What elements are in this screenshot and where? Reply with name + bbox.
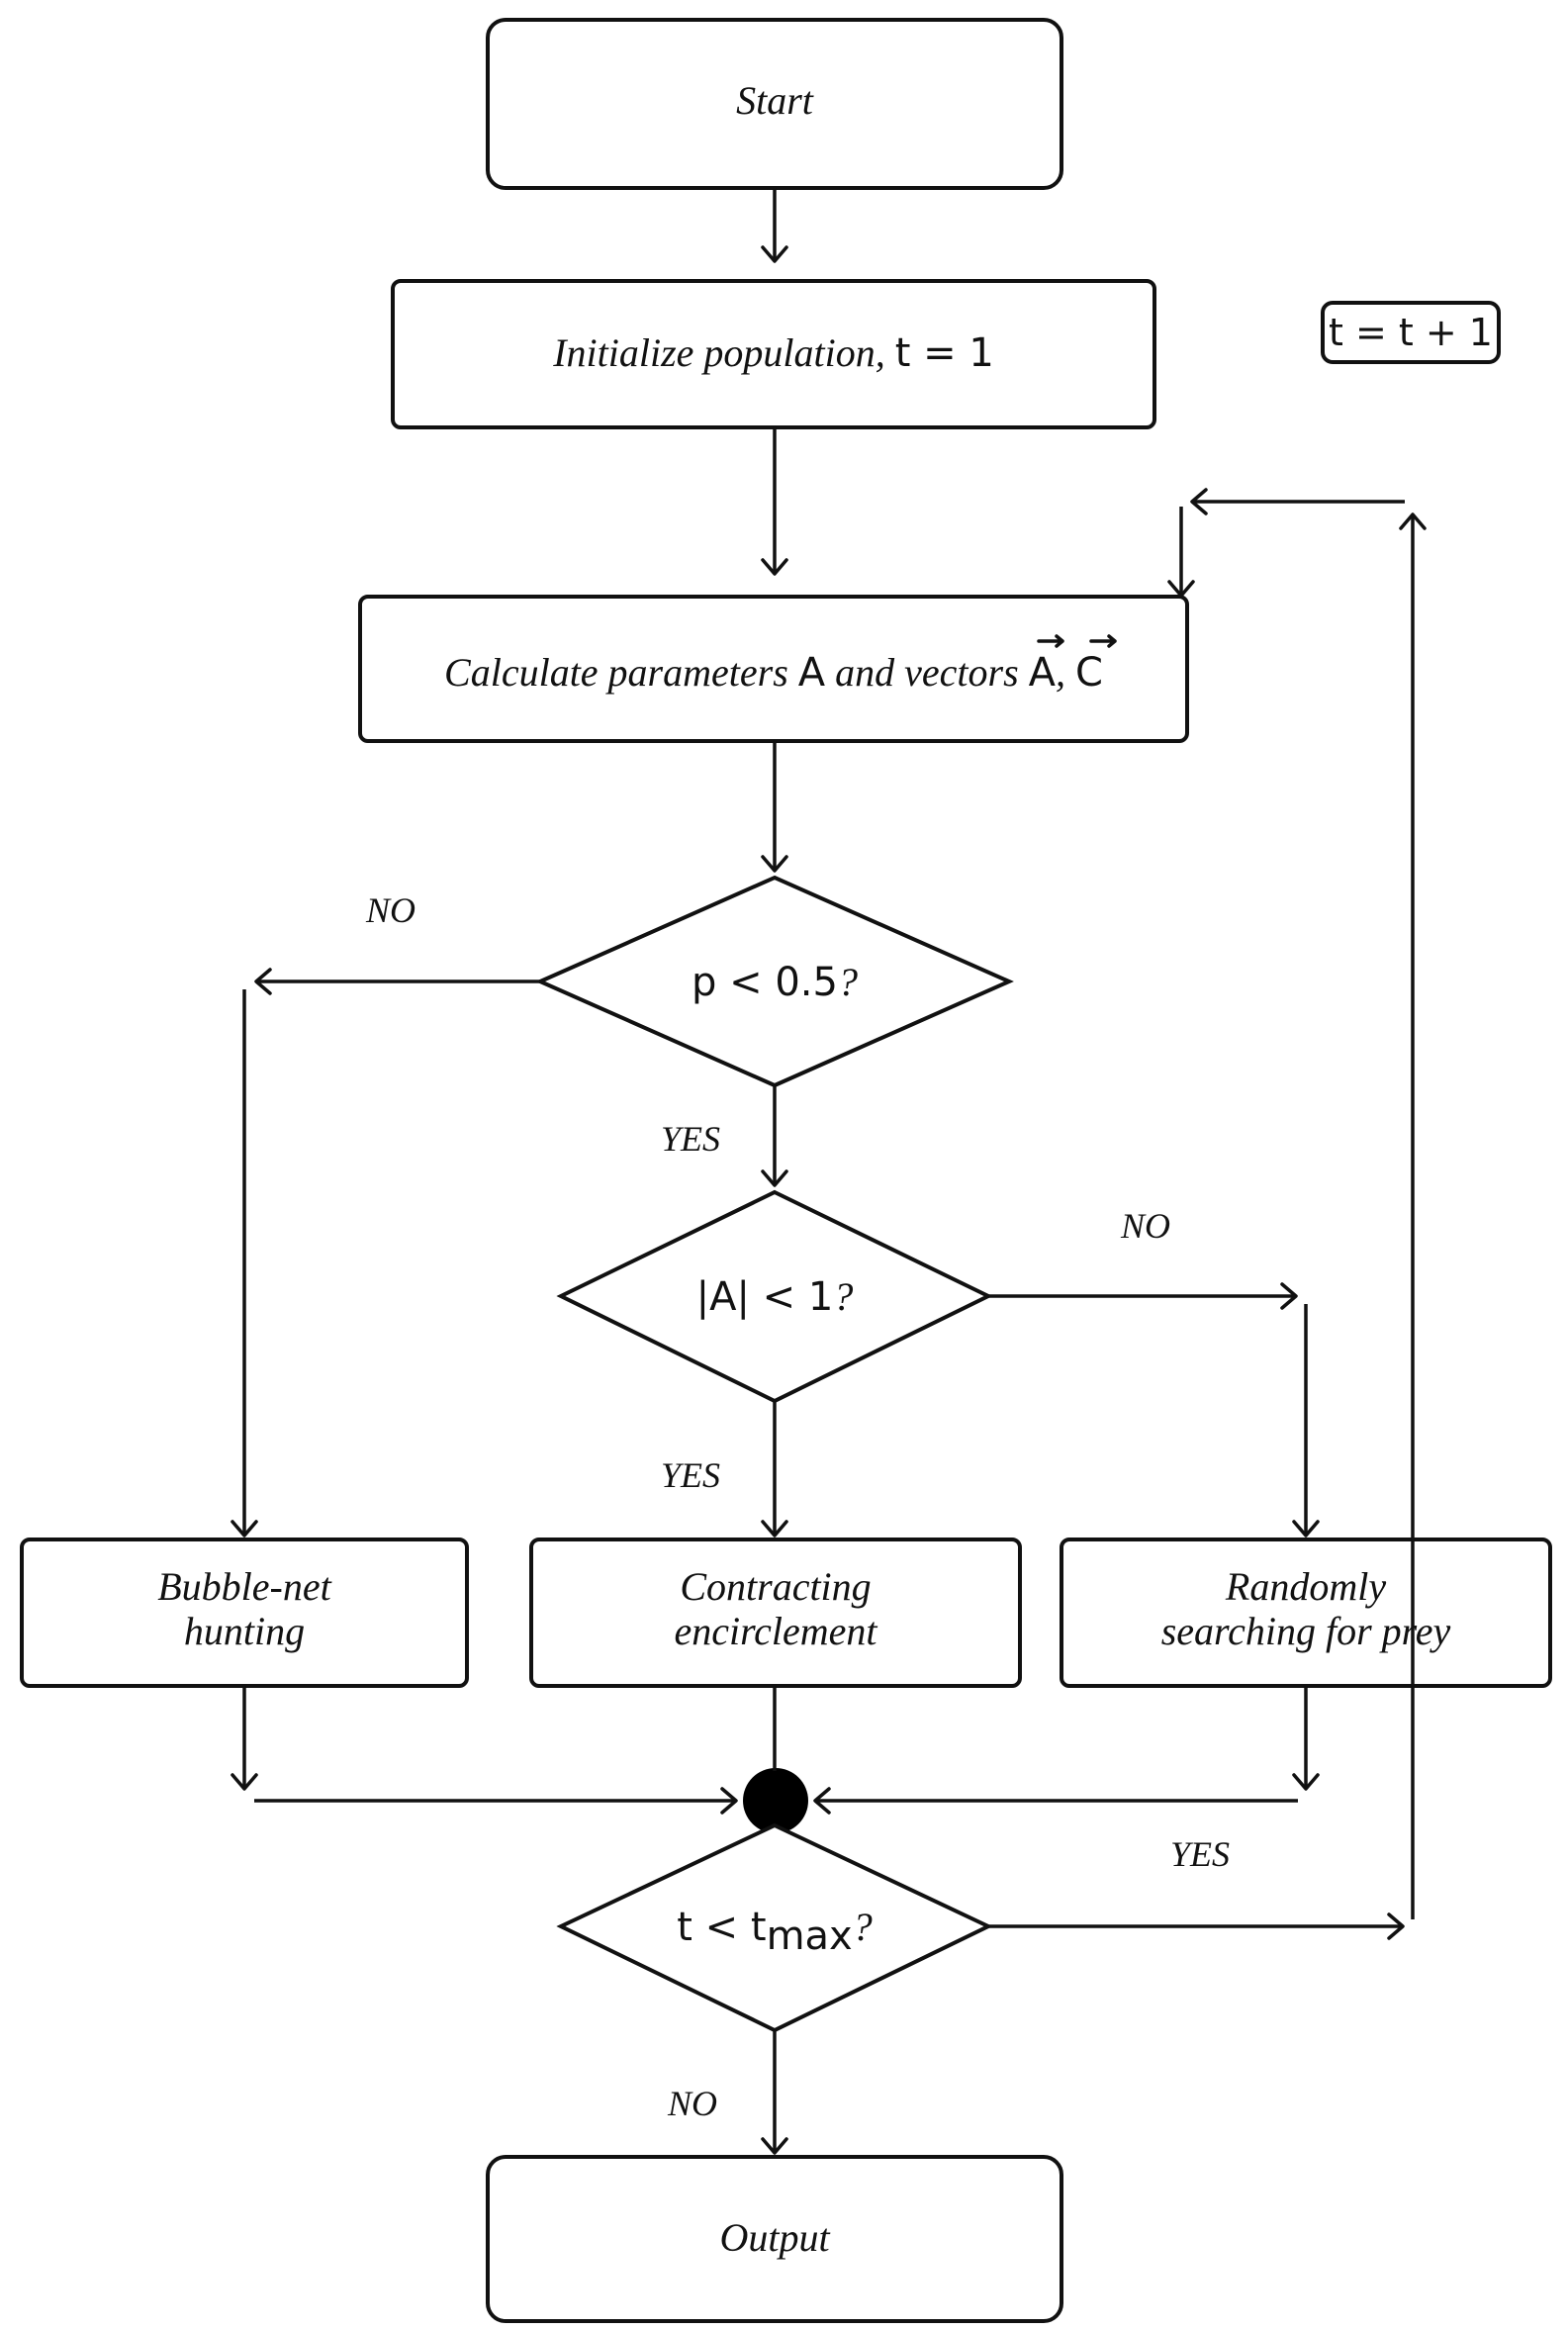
contract-line2: encirclement [674, 1609, 877, 1653]
edge-start-init-head [761, 245, 788, 263]
svg-text:Calculate parameters A and vec: Calculate parameters A and vectors A, C [444, 650, 1103, 696]
calc-vec-c: C [1075, 650, 1103, 696]
start-node: Start [486, 18, 1063, 190]
label-a-no: NO [1120, 1206, 1170, 1246]
random-line1: Randomly [1225, 1564, 1386, 1609]
edge-p-no-head [254, 968, 272, 995]
calculate-node: Calculate parameters A and vectors A, C [358, 595, 1189, 743]
edge-t-yes-head [1387, 1912, 1405, 1940]
decision-a-suffix: ? [833, 1274, 853, 1319]
label-t-no: NO [667, 2084, 717, 2123]
calc-vec-a: A [1029, 650, 1057, 696]
decision-t-expr: t < t [677, 1905, 766, 1950]
edge-loop-drop-head [1167, 580, 1195, 598]
svg-text:Initialize population, t = 1: Initialize population, t = 1 [552, 330, 994, 376]
initialize-expr: t = 1 [895, 330, 994, 376]
edge-bubble-down-head [231, 1773, 258, 1791]
decision-t-suffix: ? [853, 1905, 873, 1949]
output-node: Output [486, 2155, 1063, 2323]
decision-t-sub: max [767, 1913, 853, 1959]
decision-p-expr: p < 0.5 [692, 960, 838, 1005]
label-a-yes: YES [661, 1455, 720, 1495]
decision-p-node: p < 0.5? [535, 875, 1014, 1088]
edge-loop-top-head [1190, 488, 1208, 515]
edge-bubble-join-head [720, 1787, 738, 1815]
vector-arrow-a [1037, 634, 1064, 648]
counter-node: t = t + 1 [1321, 301, 1501, 364]
contract-line1: Contracting [680, 1564, 871, 1609]
decision-a-node: |A| < 1? [556, 1189, 993, 1404]
edge-a-yes-head [761, 1520, 788, 1538]
decision-a-expr: |A| < 1 [696, 1274, 834, 1320]
calc-label-a: Calculate parameters [444, 650, 798, 695]
edge-a-no-v-head [1292, 1520, 1320, 1538]
bubble-line2: hunting [184, 1609, 305, 1653]
output-label: Output [719, 2215, 830, 2260]
edge-random-down-head [1292, 1773, 1320, 1791]
bubble-line1: Bubble-net [157, 1564, 331, 1609]
edge-loop-up-head [1399, 513, 1427, 530]
contracting-node: Contracting encirclement [529, 1538, 1022, 1688]
calc-sep: , [1056, 650, 1075, 695]
edge-init-calc-head [761, 558, 788, 576]
random-line2: searching for prey [1161, 1609, 1451, 1653]
edge-a-no-head [1280, 1282, 1298, 1310]
label-p-yes: YES [661, 1119, 720, 1159]
edge-calc-p-head [761, 855, 788, 873]
initialize-label: Initialize population, [552, 330, 895, 375]
connectors [231, 188, 1427, 2155]
calc-var-a: A [798, 650, 826, 696]
start-label: Start [736, 78, 814, 123]
calc-label-b: and vectors [825, 650, 1029, 695]
svg-text:|A| < 1?: |A| < 1? [696, 1274, 854, 1320]
edge-t-no-head [761, 2137, 788, 2155]
edge-p-yes-head [761, 1169, 788, 1187]
edge-random-join-head [813, 1787, 831, 1815]
svg-text:t < tmax?: t < tmax? [677, 1905, 872, 1959]
decision-t-node: t < tmax? [556, 1822, 993, 2033]
vector-arrow-c [1089, 634, 1117, 648]
counter-expr: t = t + 1 [1329, 311, 1493, 354]
decision-p-suffix: ? [838, 960, 858, 1004]
initialize-node: Initialize population, t = 1 [391, 279, 1156, 429]
edge-p-no-v-head [231, 1520, 258, 1538]
bubble-net-node: Bubble-net hunting [20, 1538, 469, 1688]
label-p-no: NO [365, 890, 415, 930]
merge-junction [743, 1768, 808, 1833]
label-t-yes: YES [1170, 1834, 1230, 1874]
random-search-node: Randomly searching for prey [1060, 1538, 1552, 1688]
svg-text:p < 0.5?: p < 0.5? [692, 960, 858, 1005]
